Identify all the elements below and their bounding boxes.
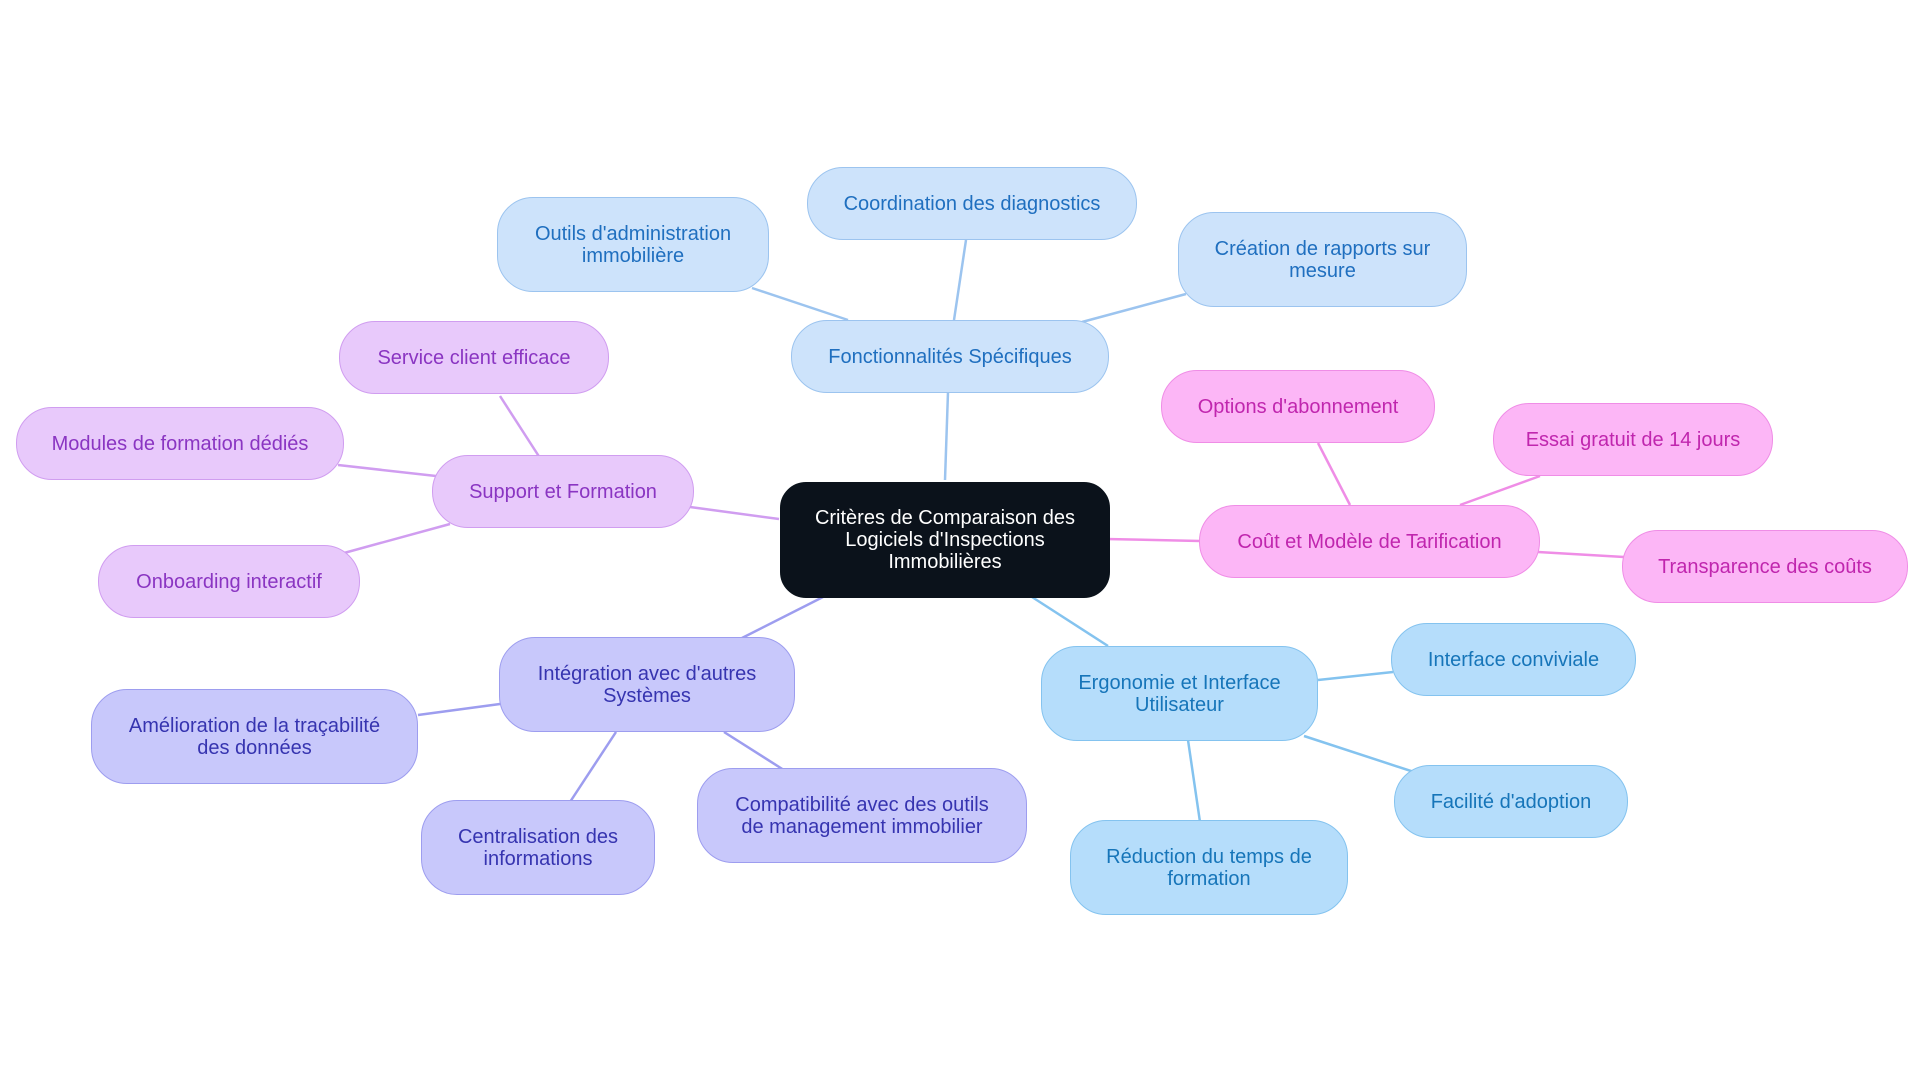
node-transparence-couts-label: Transparence des coûts — [1658, 555, 1872, 578]
node-essai-gratuit[interactable]: Essai gratuit de 14 jours — [1493, 403, 1773, 476]
node-interface-conviviale[interactable]: Interface conviviale — [1391, 623, 1636, 696]
connector-fonctionnalites-outils — [751, 286, 849, 322]
node-coordination-diagnostics-label: Coordination des diagnostics — [843, 192, 1101, 215]
connector-fonctionnalites-rapports — [1081, 292, 1187, 324]
connector-root-support — [689, 505, 780, 521]
connector-cout-transparence — [1537, 550, 1625, 559]
branch-integration[interactable]: Intégration avec d'autres Systèmes — [499, 637, 795, 732]
branch-integration-label: Intégration avec d'autres Systèmes — [537, 662, 757, 707]
node-centralisation-informations-label: Centralisation des informations — [457, 825, 619, 870]
connector-root-ergonomie — [1031, 595, 1109, 648]
connector-root-fonctionnalites — [943, 391, 950, 481]
connector-support-onboarding — [343, 522, 451, 555]
branch-cout[interactable]: Coût et Modèle de Tarification — [1199, 505, 1540, 578]
node-outils-administration[interactable]: Outils d'administration immobilière — [497, 197, 769, 292]
connector-integration-compatibilite — [723, 730, 788, 774]
branch-fonctionnalites[interactable]: Fonctionnalités Spécifiques — [791, 320, 1109, 393]
branch-support[interactable]: Support et Formation — [432, 455, 694, 528]
node-onboarding-interactif-label: Onboarding interactif — [136, 570, 322, 593]
connector-fonctionnalites-coordination — [952, 239, 968, 321]
branch-fonctionnalites-label: Fonctionnalités Spécifiques — [828, 345, 1072, 368]
node-essai-gratuit-label: Essai gratuit de 14 jours — [1525, 428, 1741, 451]
connector-cout-abonnement — [1316, 442, 1352, 506]
root-node[interactable]: Critères de Comparaison des Logiciels d'… — [780, 482, 1110, 598]
node-compatibilite-outils[interactable]: Compatibilité avec des outils de managem… — [697, 768, 1027, 863]
node-service-client-label: Service client efficace — [377, 346, 571, 369]
branch-cout-label: Coût et Modèle de Tarification — [1237, 530, 1502, 553]
branch-ergonomie-label: Ergonomie et Interface Utilisateur — [1078, 671, 1281, 716]
node-tracabilite-donnees[interactable]: Amélioration de la traçabilité des donné… — [91, 689, 418, 784]
branch-ergonomie[interactable]: Ergonomie et Interface Utilisateur — [1041, 646, 1318, 741]
connector-cout-essai — [1459, 474, 1541, 507]
connector-integration-tracabilite — [417, 702, 501, 717]
connector-support-modules — [337, 463, 437, 478]
node-reduction-temps[interactable]: Réduction du temps de formation — [1070, 820, 1348, 915]
node-coordination-diagnostics[interactable]: Coordination des diagnostics — [807, 167, 1137, 240]
connector-root-cout — [1105, 537, 1201, 543]
node-tracabilite-donnees-label: Amélioration de la traçabilité des donné… — [128, 714, 381, 759]
connector-ergonomie-facilite — [1303, 734, 1415, 774]
connector-support-service — [498, 395, 542, 459]
node-options-abonnement-label: Options d'abonnement — [1197, 395, 1399, 418]
node-service-client[interactable]: Service client efficace — [339, 321, 609, 394]
connector-ergonomie-reduction — [1186, 739, 1202, 823]
connector-root-integration — [741, 595, 824, 640]
node-modules-formation-label: Modules de formation dédiés — [51, 432, 309, 455]
node-creation-rapports-label: Création de rapports sur mesure — [1214, 237, 1431, 282]
node-outils-administration-label: Outils d'administration immobilière — [534, 222, 732, 267]
node-transparence-couts[interactable]: Transparence des coûts — [1622, 530, 1908, 603]
node-creation-rapports[interactable]: Création de rapports sur mesure — [1178, 212, 1467, 307]
connector-integration-centralisation — [568, 731, 618, 803]
node-facilite-adoption[interactable]: Facilité d'adoption — [1394, 765, 1628, 838]
node-centralisation-informations[interactable]: Centralisation des informations — [421, 800, 655, 895]
node-compatibilite-outils-label: Compatibilité avec des outils de managem… — [735, 793, 989, 838]
node-reduction-temps-label: Réduction du temps de formation — [1106, 845, 1312, 890]
connector-ergonomie-interface — [1317, 670, 1394, 682]
branch-support-label: Support et Formation — [469, 480, 657, 503]
root-label: Critères de Comparaison des Logiciels d'… — [814, 507, 1076, 573]
node-options-abonnement[interactable]: Options d'abonnement — [1161, 370, 1435, 443]
node-interface-conviviale-label: Interface conviviale — [1427, 648, 1600, 671]
node-modules-formation[interactable]: Modules de formation dédiés — [16, 407, 344, 480]
node-onboarding-interactif[interactable]: Onboarding interactif — [98, 545, 360, 618]
node-facilite-adoption-label: Facilité d'adoption — [1430, 790, 1592, 813]
